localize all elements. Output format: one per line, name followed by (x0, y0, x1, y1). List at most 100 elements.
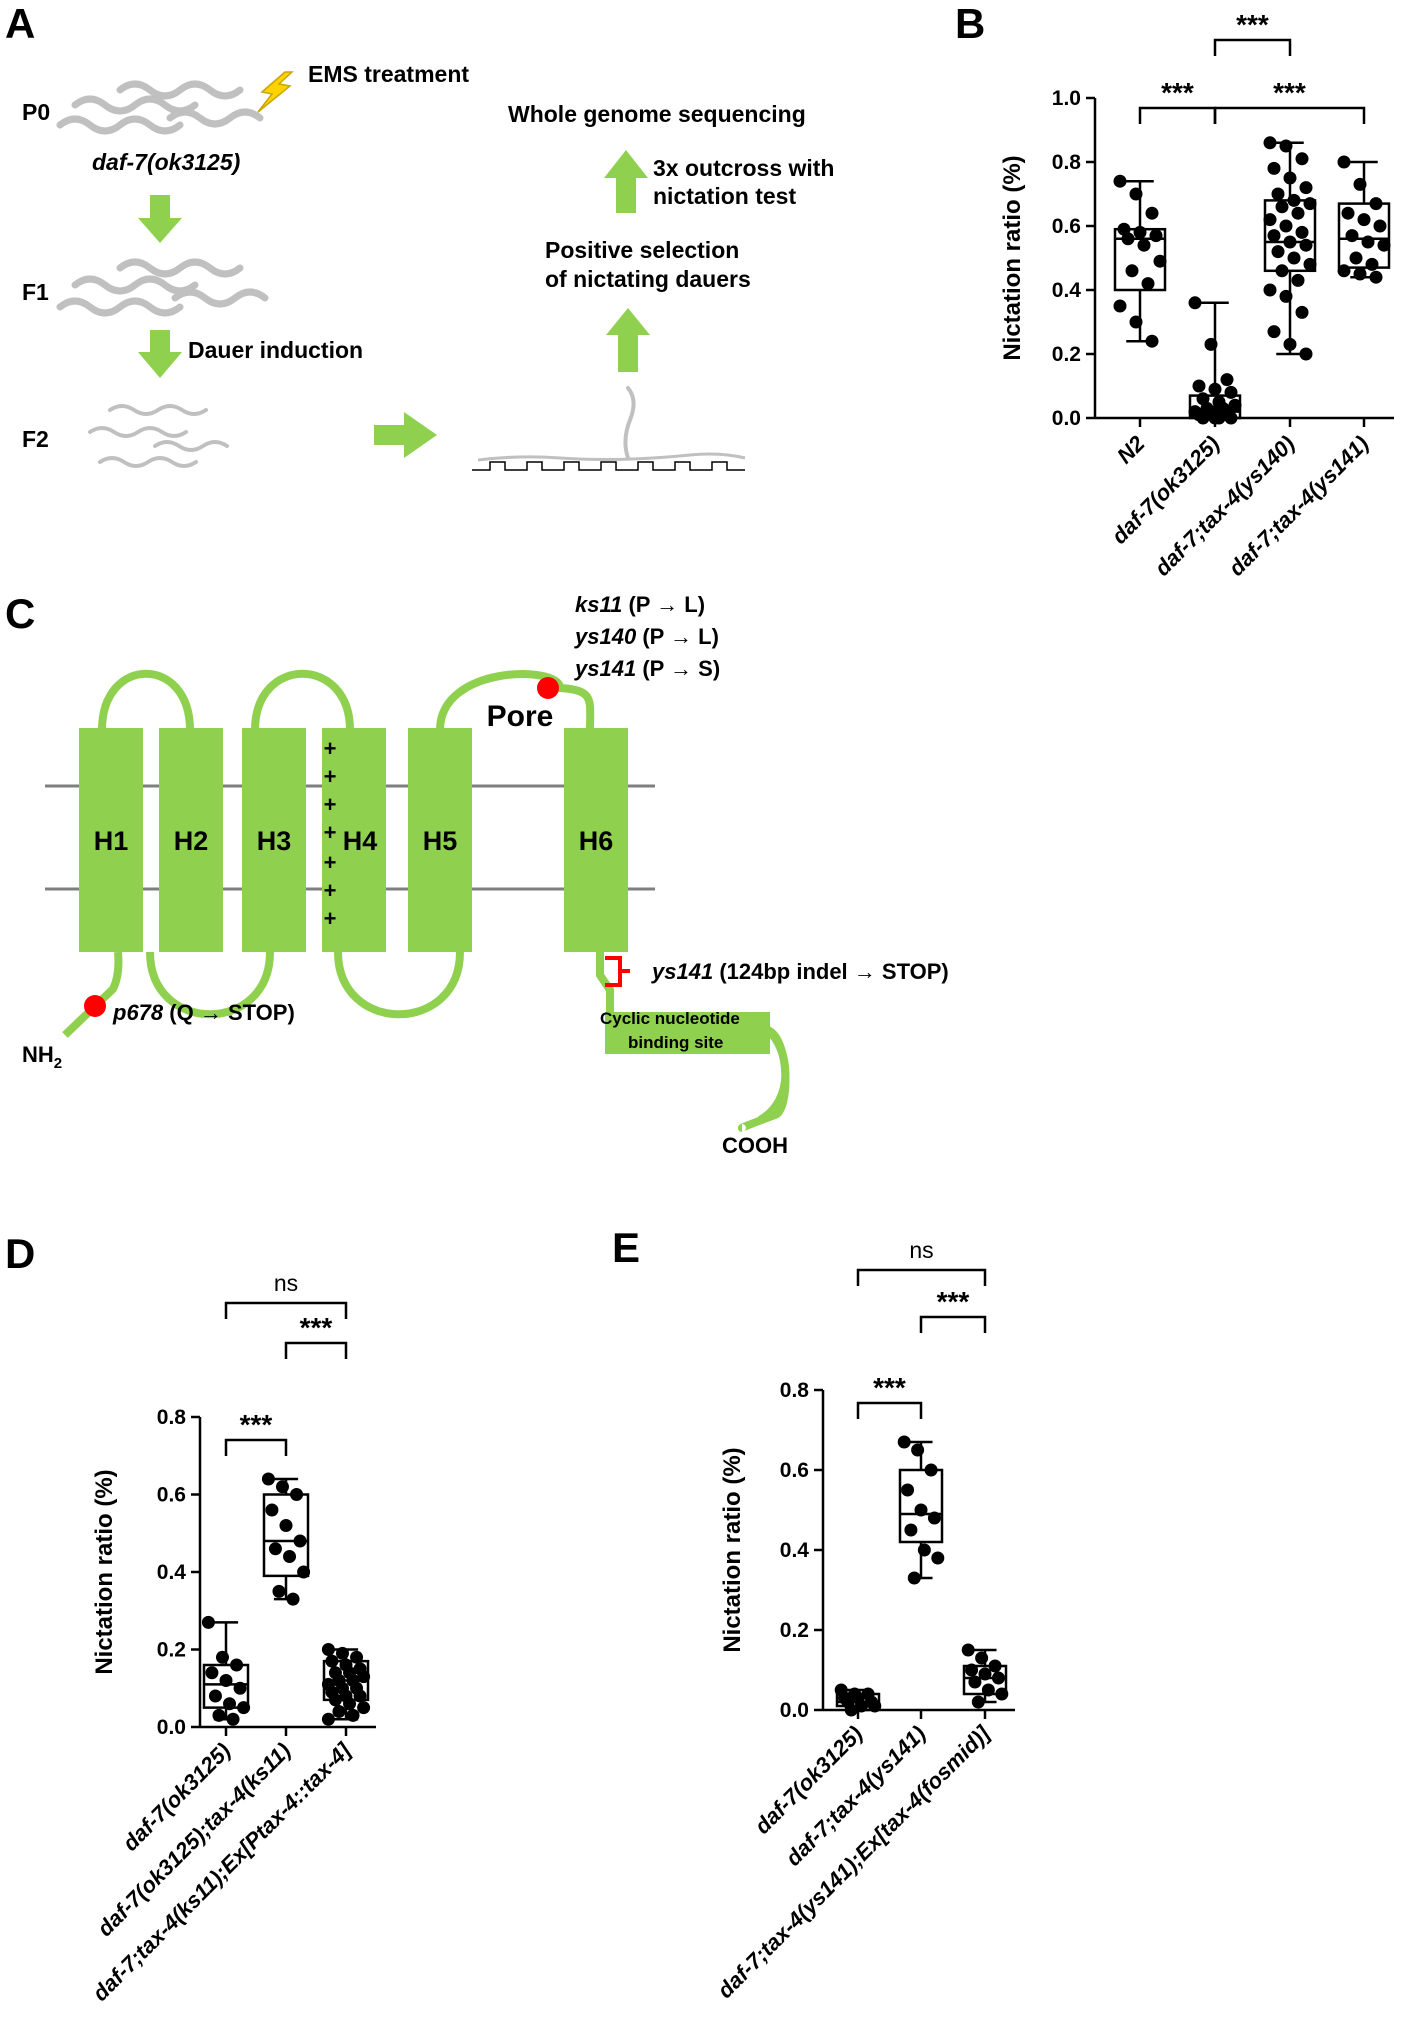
data-point (290, 1488, 304, 1501)
data-point (914, 1503, 928, 1517)
h4-charge-plus: + (324, 878, 337, 903)
data-point (1283, 235, 1297, 249)
data-point (901, 1483, 915, 1497)
pore-label: Pore (487, 700, 554, 733)
data-point (265, 1503, 279, 1517)
data-point (325, 1654, 339, 1668)
significance-label: *** (937, 1286, 970, 1317)
helix-h5 (408, 728, 472, 952)
data-point (1141, 277, 1155, 291)
h4-charge-plus: + (324, 906, 337, 931)
data-point (332, 1705, 346, 1718)
h4-charge-plus: + (324, 820, 337, 845)
data-point (1271, 187, 1285, 201)
arrow-up-icon (606, 308, 650, 372)
data-point (1263, 213, 1277, 227)
data-point (343, 1697, 357, 1711)
panel-label-a: A (5, 0, 35, 47)
data-point (1365, 257, 1379, 271)
positive-selection-line1: Positive selection (545, 237, 739, 263)
data-point (968, 1675, 982, 1689)
data-point (904, 1523, 918, 1537)
data-point (346, 1708, 360, 1722)
data-point (1295, 225, 1309, 239)
x-category-label: daf-7;tax-4(ks11);Ex[Ptax-4::tax-4] (87, 1737, 356, 2006)
h4-charge-plus: + (324, 736, 337, 761)
data-point (1263, 283, 1277, 297)
data-point (995, 1687, 1009, 1701)
data-point (1287, 193, 1301, 207)
n-terminus-label: NH2 (22, 1042, 62, 1072)
significance-label: *** (1236, 9, 1269, 40)
data-point (868, 1699, 882, 1713)
data-point (1299, 181, 1313, 195)
significance-label: *** (1273, 77, 1306, 108)
panel-c: Cyclic nucleotide binding site H1 H2 H3 … (22, 592, 949, 1158)
y-tick-label: 0.8 (157, 1406, 187, 1429)
data-point (212, 1708, 226, 1722)
data-point (1303, 257, 1317, 271)
mutation-ys140-label: ys140 (P → L) (574, 624, 719, 649)
positive-selection-line2: of nictating dauers (545, 266, 751, 292)
y-tick-label: 0.4 (780, 1539, 810, 1562)
cnb-domain (605, 1012, 770, 1054)
data-point (261, 1472, 275, 1486)
helix-h4-label: H4 (343, 826, 378, 856)
data-point (1113, 174, 1127, 188)
x-category-label: daf-7;tax-4(ys141) (1224, 431, 1374, 581)
data-point (1361, 235, 1375, 249)
data-point (1295, 152, 1309, 166)
data-point (201, 1615, 215, 1629)
data-point (328, 1693, 342, 1707)
h4-charge-plus: + (324, 850, 337, 875)
data-point (233, 1681, 247, 1695)
arrow-down-icon (138, 195, 182, 243)
data-point (911, 1443, 925, 1457)
y-tick-label: 0.0 (1052, 407, 1081, 430)
mutation-ks11-label: ks11 (P → L) (575, 592, 705, 617)
data-point (272, 1584, 286, 1598)
data-point (1299, 347, 1313, 361)
data-point (1267, 161, 1281, 175)
strain-label: daf-7(ok3125) (92, 149, 240, 175)
data-point (1275, 264, 1289, 278)
data-point (335, 1646, 349, 1660)
data-point (226, 1712, 240, 1726)
data-point (321, 1712, 335, 1726)
data-point (283, 1550, 297, 1563)
mutation-ys141-indel-label: ys141 (124bp indel → STOP) (651, 959, 949, 984)
y-tick-label: 0.8 (1052, 151, 1082, 174)
arrow-down-icon (138, 330, 182, 378)
data-point (350, 1650, 364, 1664)
y-axis-label: Nictation ratio (%) (719, 1447, 746, 1652)
helix-h6 (564, 728, 628, 952)
data-point (1299, 238, 1313, 252)
data-point (924, 1463, 938, 1477)
c-terminus-label: COOH (722, 1133, 788, 1158)
y-tick-label: 1.0 (1052, 87, 1081, 110)
channel-backbone (62, 669, 790, 1132)
data-point (1377, 238, 1391, 252)
data-point (961, 1643, 975, 1657)
data-point (219, 1674, 233, 1687)
data-point (1153, 254, 1167, 268)
data-point (1220, 373, 1234, 387)
data-point (1129, 187, 1143, 201)
data-point (1291, 206, 1305, 220)
nictation-surface-icon (472, 386, 746, 471)
data-point (1263, 136, 1277, 150)
generation-f2-label: F2 (22, 426, 49, 452)
data-point (1129, 315, 1143, 329)
helix-h6-label: H6 (579, 826, 614, 856)
data-point (1212, 411, 1226, 425)
data-point (279, 1519, 293, 1532)
significance-bracket (224, 1438, 288, 1456)
significance-label: *** (300, 1312, 333, 1343)
mutation-site-pore (537, 677, 559, 699)
data-point (208, 1689, 222, 1703)
data-point (1287, 251, 1301, 265)
